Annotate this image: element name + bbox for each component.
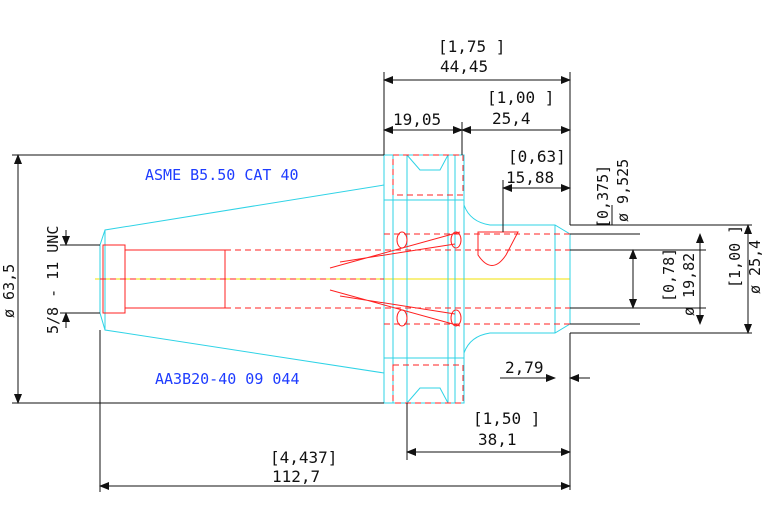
dim-dia-large-mm: ø 25,4 (746, 240, 764, 294)
dim-dia-small-in: [0,375] (594, 165, 612, 228)
dim-overall-mm: 112,7 (272, 467, 320, 486)
dimension-lines (12, 72, 752, 492)
dim-flange-a-mm: 19,05 (393, 110, 441, 129)
dim-nose-length-in: [1,50 ] (473, 409, 540, 428)
dim-flange-b-mm: 25,4 (492, 109, 531, 128)
dim-dia-large-in: [1,00 ] (726, 225, 744, 288)
dim-flange-length-mm: 44,45 (440, 57, 488, 76)
dim-flange-b-in: [1,00 ] (487, 88, 554, 107)
part-number-label: AA3B20-40 09 044 (155, 370, 300, 388)
thread-label: 5/8 - 11 UNC (44, 226, 62, 334)
hidden-features (100, 154, 570, 404)
dim-nose-length-mm: 38,1 (478, 430, 517, 449)
dim-gauge-dia: ø 63,5 (0, 264, 18, 318)
holder-outline (99, 154, 571, 404)
dim-pocket-depth-in: [0,63] (508, 147, 566, 166)
dim-pocket-depth-mm: 15,88 (506, 168, 554, 187)
dim-dia-small-mm: ø 9,525 (614, 159, 632, 222)
dim-chamfer: 2,79 (505, 358, 544, 377)
dim-dia-mid-mm: ø 19,82 (680, 253, 698, 316)
dim-dia-mid-in: [0,78] (660, 248, 678, 302)
dim-overall-in: [4,437] (270, 448, 337, 467)
standard-label: ASME B5.50 CAT 40 (145, 166, 299, 184)
dim-flange-length-in: [1,75 ] (438, 37, 505, 56)
